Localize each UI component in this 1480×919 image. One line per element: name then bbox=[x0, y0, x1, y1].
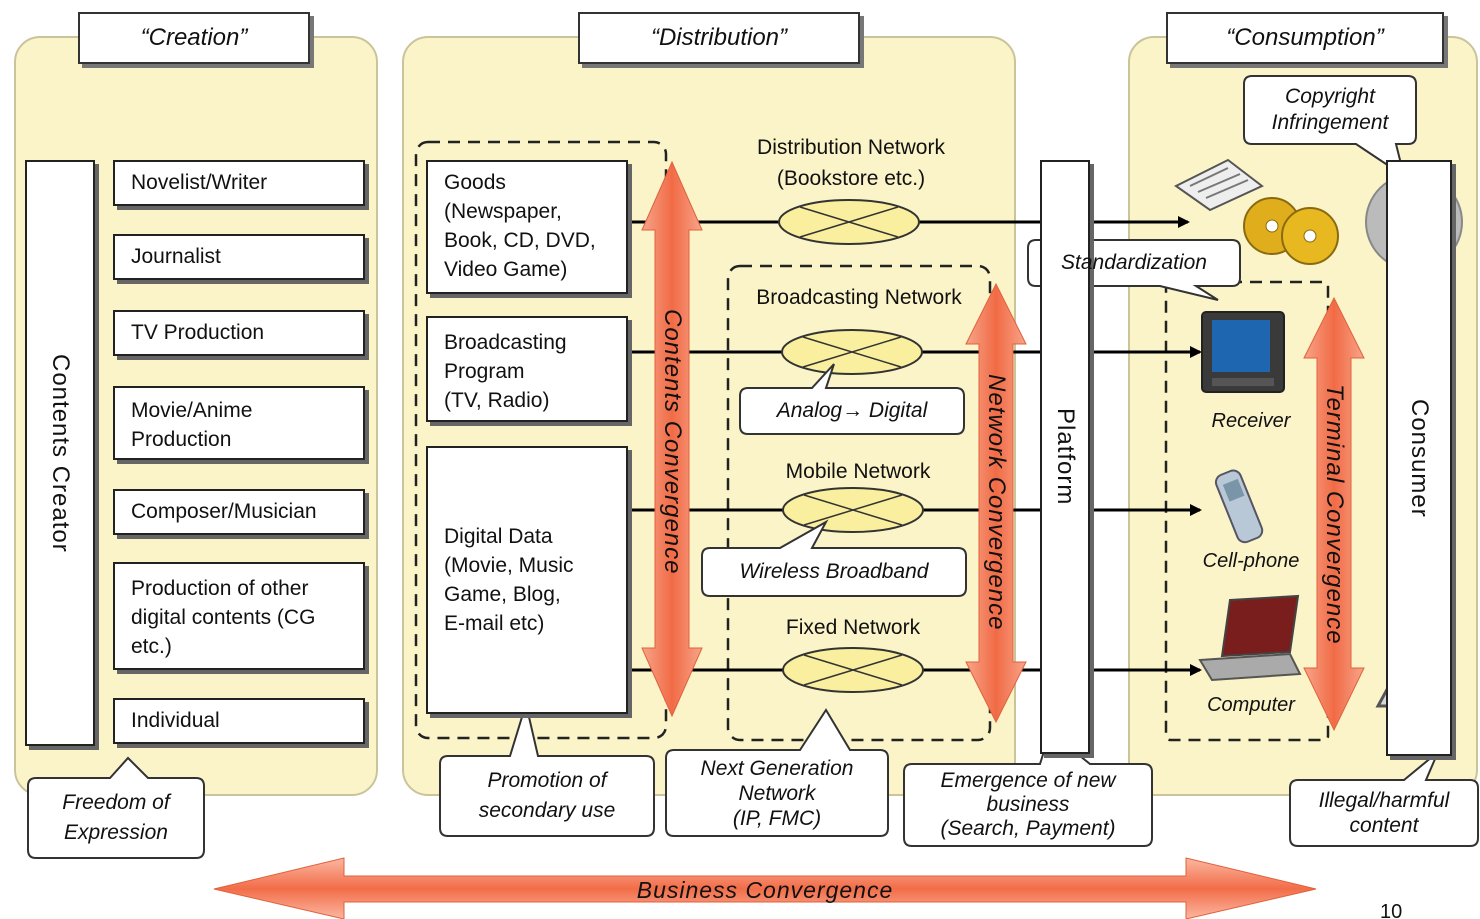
consumption-header: “Consumption” bbox=[1166, 12, 1444, 64]
network-convergence-arrow bbox=[965, 282, 1027, 724]
next-generation-network-text: Next Generation Network (IP, FMC) bbox=[700, 756, 854, 830]
creator-item-movie-anime: Movie/Anime Production bbox=[113, 386, 365, 460]
network-convergence-label: Network Convergence bbox=[983, 373, 1010, 631]
freedom-callout-shape bbox=[27, 756, 205, 859]
analog-digital-callout-shape bbox=[739, 363, 965, 435]
broadcasting-network-ellipse bbox=[781, 329, 923, 375]
wireless-broadband-text: Wireless Broadband bbox=[739, 560, 929, 583]
business-convergence-arrow bbox=[213, 857, 1317, 919]
wireless-callout-shape bbox=[701, 519, 967, 597]
promotion-secondary-use-text: Promotion of secondary use bbox=[478, 769, 616, 822]
mobile-network-ellipse bbox=[782, 487, 924, 533]
illegal-harmful-content-text: Illegal/harmful content bbox=[1318, 789, 1450, 837]
freedom-of-expression-text: Freedom of Expression bbox=[62, 791, 170, 844]
broadcasting-network-label: Broadcasting Network bbox=[756, 286, 962, 309]
distribution-header: “Distribution” bbox=[578, 12, 860, 64]
illegal-callout-shape bbox=[1289, 751, 1479, 847]
creator-item-novelist: Novelist/Writer bbox=[113, 160, 365, 206]
contents-goods: Goods (Newspaper, Book, CD, DVD, Video G… bbox=[426, 160, 628, 294]
new-business-text: Emergence of new business (Search, Payme… bbox=[940, 769, 1116, 840]
contents-convergence-arrow bbox=[641, 160, 703, 718]
cd-icon bbox=[1243, 197, 1339, 265]
newspaper-icon bbox=[1174, 158, 1264, 212]
terminal-convergence-arrow bbox=[1303, 296, 1365, 732]
contents-creator-label: Contents Creator bbox=[25, 160, 95, 746]
contents-broadcasting-program: Broadcasting Program (TV, Radio) bbox=[426, 316, 628, 422]
distribution-network-ellipse bbox=[778, 199, 920, 245]
analog-digital-text: Analog→ Digital bbox=[776, 399, 928, 422]
platform-label: Platform bbox=[1040, 160, 1090, 754]
creator-item-individual: Individual bbox=[113, 698, 365, 744]
consumer-label: Consumer bbox=[1386, 160, 1452, 756]
mobile-network-label: Mobile Network bbox=[785, 460, 931, 483]
fixed-network-ellipse bbox=[782, 647, 924, 693]
terminal-convergence-label: Terminal Convergence bbox=[1321, 383, 1348, 645]
tv-icon bbox=[1201, 311, 1285, 393]
device-cellphone-label: Cell-phone bbox=[1202, 550, 1300, 572]
contents-convergence-label: Contents Convergence bbox=[659, 309, 686, 575]
page-number: 10 bbox=[1380, 902, 1403, 919]
ngn-callout-shape bbox=[665, 708, 889, 837]
device-receiver-label: Receiver bbox=[1211, 410, 1291, 432]
fixed-network-label: Fixed Network bbox=[785, 616, 921, 639]
creation-header: “Creation” bbox=[78, 12, 310, 64]
creator-item-other-digital: Production of other digital contents (CG… bbox=[113, 562, 365, 670]
laptop-icon bbox=[1198, 594, 1302, 682]
contents-digital-data: Digital Data (Movie, Music Game, Blog, E… bbox=[426, 446, 628, 714]
distribution-network-label: Distribution Network (Bookstore etc.) bbox=[757, 136, 945, 190]
cellphone-icon bbox=[1214, 469, 1264, 544]
creator-item-tv-production: TV Production bbox=[113, 310, 365, 356]
standardization-text: Standardization bbox=[1061, 251, 1207, 274]
business-convergence-label: Business Convergence bbox=[636, 877, 894, 903]
new-business-callout-shape bbox=[903, 730, 1153, 847]
creator-item-composer: Composer/Musician bbox=[113, 489, 365, 535]
creator-item-journalist: Journalist bbox=[113, 234, 365, 280]
device-computer-label: Computer bbox=[1207, 694, 1295, 716]
promotion-callout-shape bbox=[439, 700, 655, 837]
copyright-infringement-text: Copyright Infringement bbox=[1271, 85, 1389, 134]
